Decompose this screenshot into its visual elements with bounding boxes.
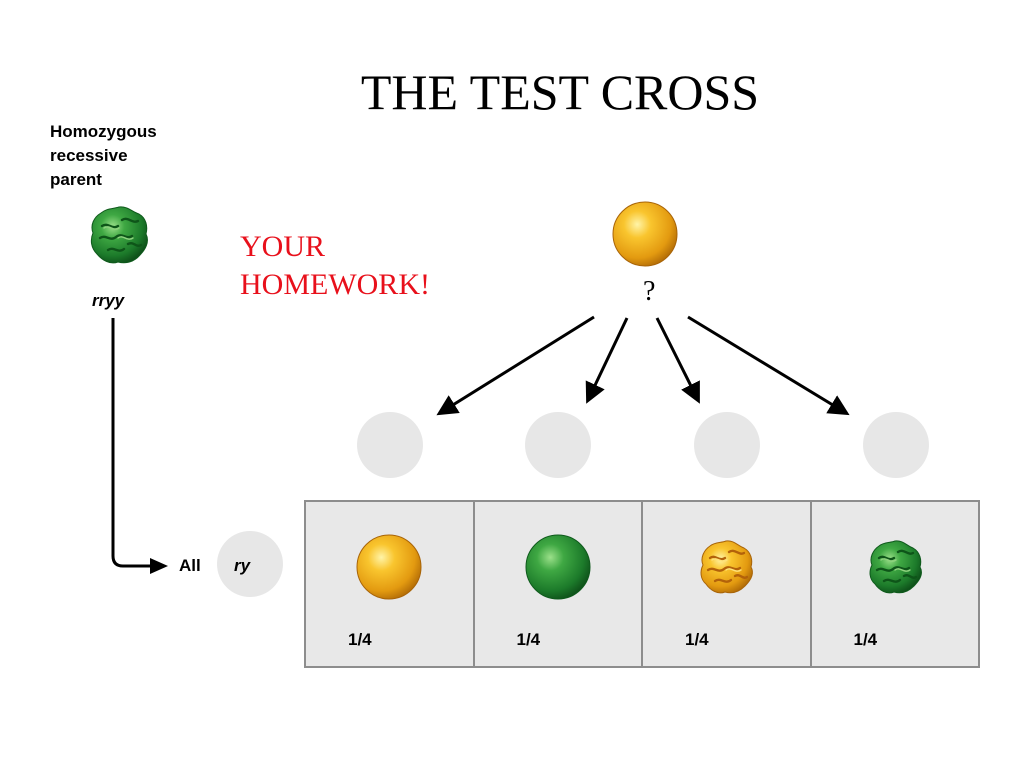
parent-label-line: parent <box>50 170 102 189</box>
parent-genotype: rryy <box>92 291 125 310</box>
offspring-cell: 1/4 <box>306 502 475 666</box>
homework-line: HOMEWORK! <box>240 268 430 301</box>
yellow-round-pea-icon <box>612 201 678 267</box>
green-wrinkled-pea-icon <box>869 540 922 594</box>
offspring-ratio: 1/4 <box>516 630 541 649</box>
recessive-gamete-circle <box>217 531 283 597</box>
offspring-cell: 1/4 <box>474 502 643 666</box>
offspring-grid: 1/4 1/4 1/4 1/4 <box>304 500 980 668</box>
parent-label-line: recessive <box>50 146 128 165</box>
homework-note: YOUR HOMEWORK! <box>240 228 430 304</box>
offspring-cell: 1/4 <box>643 502 812 666</box>
parent-label: Homozygous recessive parent <box>50 120 157 192</box>
green-round-pea-icon <box>525 534 590 600</box>
gamete-circle <box>863 412 929 478</box>
offspring-ratio: 1/4 <box>853 630 878 649</box>
yellow-round-pea-icon <box>356 534 422 600</box>
unknown-genotype: ? <box>643 276 656 307</box>
gamete-genotype: ry <box>234 556 251 575</box>
offspring-cell: 1/4 <box>811 502 978 666</box>
yellow-wrinkled-pea-icon <box>700 540 753 594</box>
gamete-circle <box>357 412 423 478</box>
offspring-ratio: 1/4 <box>348 630 372 649</box>
offspring-ratio: 1/4 <box>685 630 709 649</box>
green-wrinkled-pea-icon <box>90 206 148 264</box>
gamete-circle <box>525 412 591 478</box>
all-label: All <box>179 556 201 575</box>
homework-line: YOUR <box>240 230 326 263</box>
parent-label-line: Homozygous <box>50 122 157 141</box>
page-title: THE TEST CROSS <box>360 64 760 120</box>
gamete-circle <box>694 412 760 478</box>
